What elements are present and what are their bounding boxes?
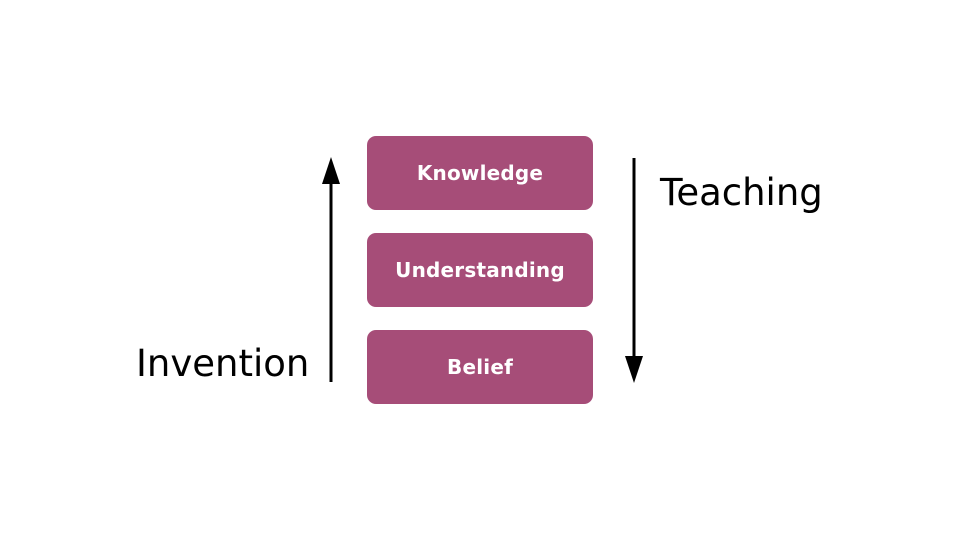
- down-arrow: [625, 158, 643, 383]
- understanding-box-label: Understanding: [395, 258, 565, 282]
- understanding-box: Understanding: [367, 233, 593, 307]
- knowledge-box: Knowledge: [367, 136, 593, 210]
- up-arrow: [322, 157, 340, 382]
- belief-box: Belief: [367, 330, 593, 404]
- belief-box-label: Belief: [447, 355, 513, 379]
- teaching-label: Teaching: [660, 171, 823, 214]
- down-arrow-head: [625, 356, 643, 383]
- up-arrow-head: [322, 157, 340, 184]
- knowledge-box-label: Knowledge: [416, 161, 544, 185]
- invention-label: Invention: [136, 342, 310, 385]
